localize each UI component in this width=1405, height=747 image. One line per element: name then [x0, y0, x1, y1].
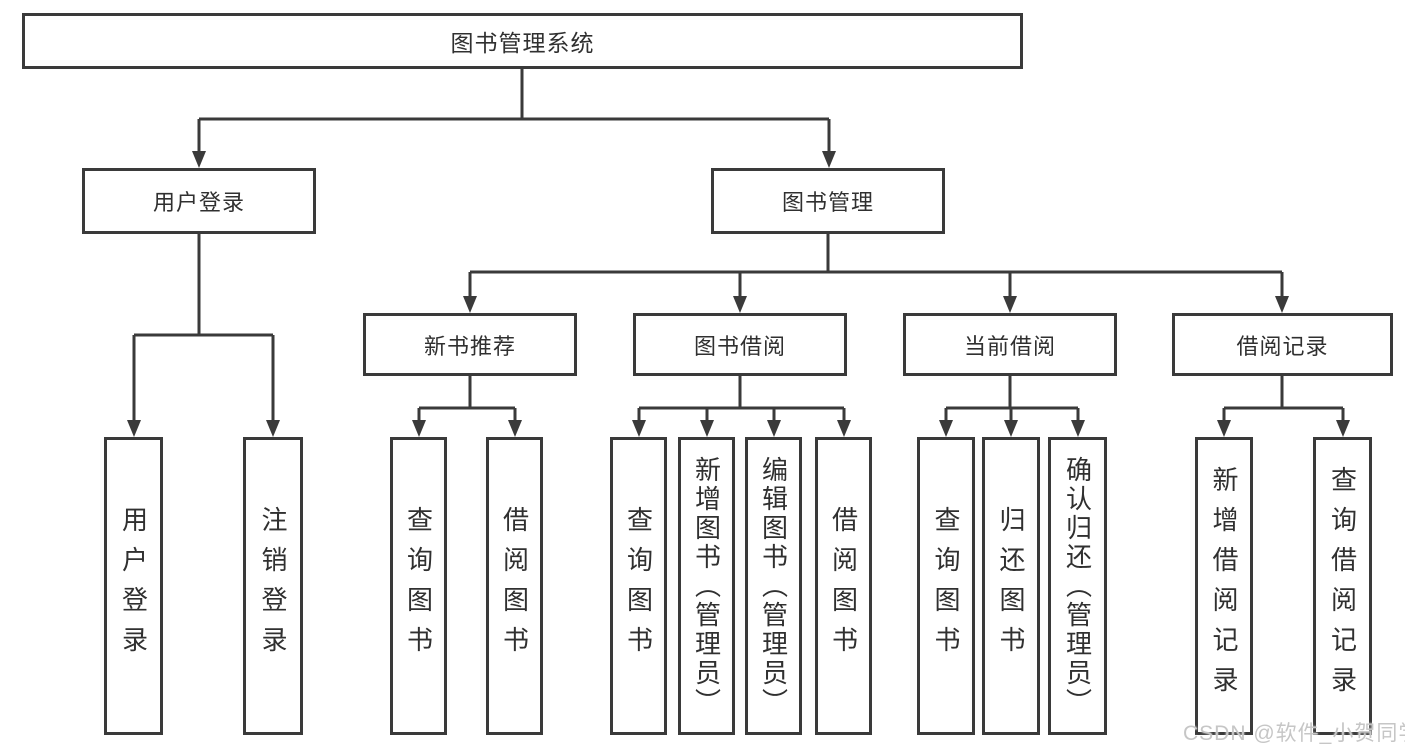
leaf-add-book-admin: 新增图书（管理员）	[678, 437, 735, 735]
leaf-label: 查询图书	[623, 506, 654, 666]
leaf-return-books: 归还图书	[982, 437, 1040, 735]
node-borrowing-records: 借阅记录	[1172, 313, 1393, 376]
leaf-label: 用户登录	[118, 506, 149, 666]
leaf-label: 查询图书	[403, 506, 434, 666]
node-new-book-recommendation: 新书推荐	[363, 313, 577, 376]
leaf-label: 编辑图书（管理员）	[758, 455, 789, 717]
leaf-label: 查询借阅记录	[1327, 466, 1358, 706]
leaf-label: 确认归还（管理员）	[1062, 455, 1093, 717]
node-current-borrowing: 当前借阅	[903, 313, 1117, 376]
node-label: 当前借阅	[963, 333, 1056, 359]
node-label: 图书管理	[781, 190, 874, 215]
watermark: CSDN @软件_小贺同学	[1183, 722, 1405, 745]
leaf-logout: 注销登录	[243, 437, 303, 735]
leaf-query-books-recommend: 查询图书	[390, 437, 447, 735]
leaf-confirm-return-admin: 确认归还（管理员）	[1048, 437, 1107, 735]
leaf-query-borrow-record: 查询借阅记录	[1313, 437, 1372, 735]
node-label: 新书推荐	[423, 333, 516, 359]
leaf-query-books-current: 查询图书	[917, 437, 975, 735]
node-label: 图书借阅	[693, 333, 786, 359]
leaf-label: 归还图书	[996, 506, 1026, 666]
leaf-add-borrow-record: 新增借阅记录	[1195, 437, 1253, 735]
node-book-management: 图书管理	[711, 168, 945, 234]
leaf-label: 注销登录	[258, 506, 288, 666]
leaf-borrow-books-recommend: 借阅图书	[486, 437, 543, 735]
leaf-query-books-borrowing: 查询图书	[610, 437, 667, 735]
leaf-user-login: 用户登录	[104, 437, 163, 735]
leaf-edit-book-admin: 编辑图书（管理员）	[745, 437, 802, 735]
node-label: 用户登录	[152, 190, 245, 215]
leaf-label: 新增借阅记录	[1209, 466, 1239, 706]
node-label: 借阅记录	[1236, 333, 1329, 359]
node-label: 图书管理系统	[450, 30, 595, 56]
leaf-label: 查询图书	[931, 506, 961, 666]
leaf-label: 借阅图书	[499, 506, 530, 666]
node-user-login: 用户登录	[82, 168, 316, 234]
leaf-label: 新增图书（管理员）	[691, 455, 722, 717]
node-book-borrowing: 图书借阅	[633, 313, 847, 376]
node-root-library-management-system: 图书管理系统	[22, 13, 1023, 69]
leaf-borrow-books-borrowing: 借阅图书	[815, 437, 872, 735]
leaf-label: 借阅图书	[828, 506, 859, 666]
